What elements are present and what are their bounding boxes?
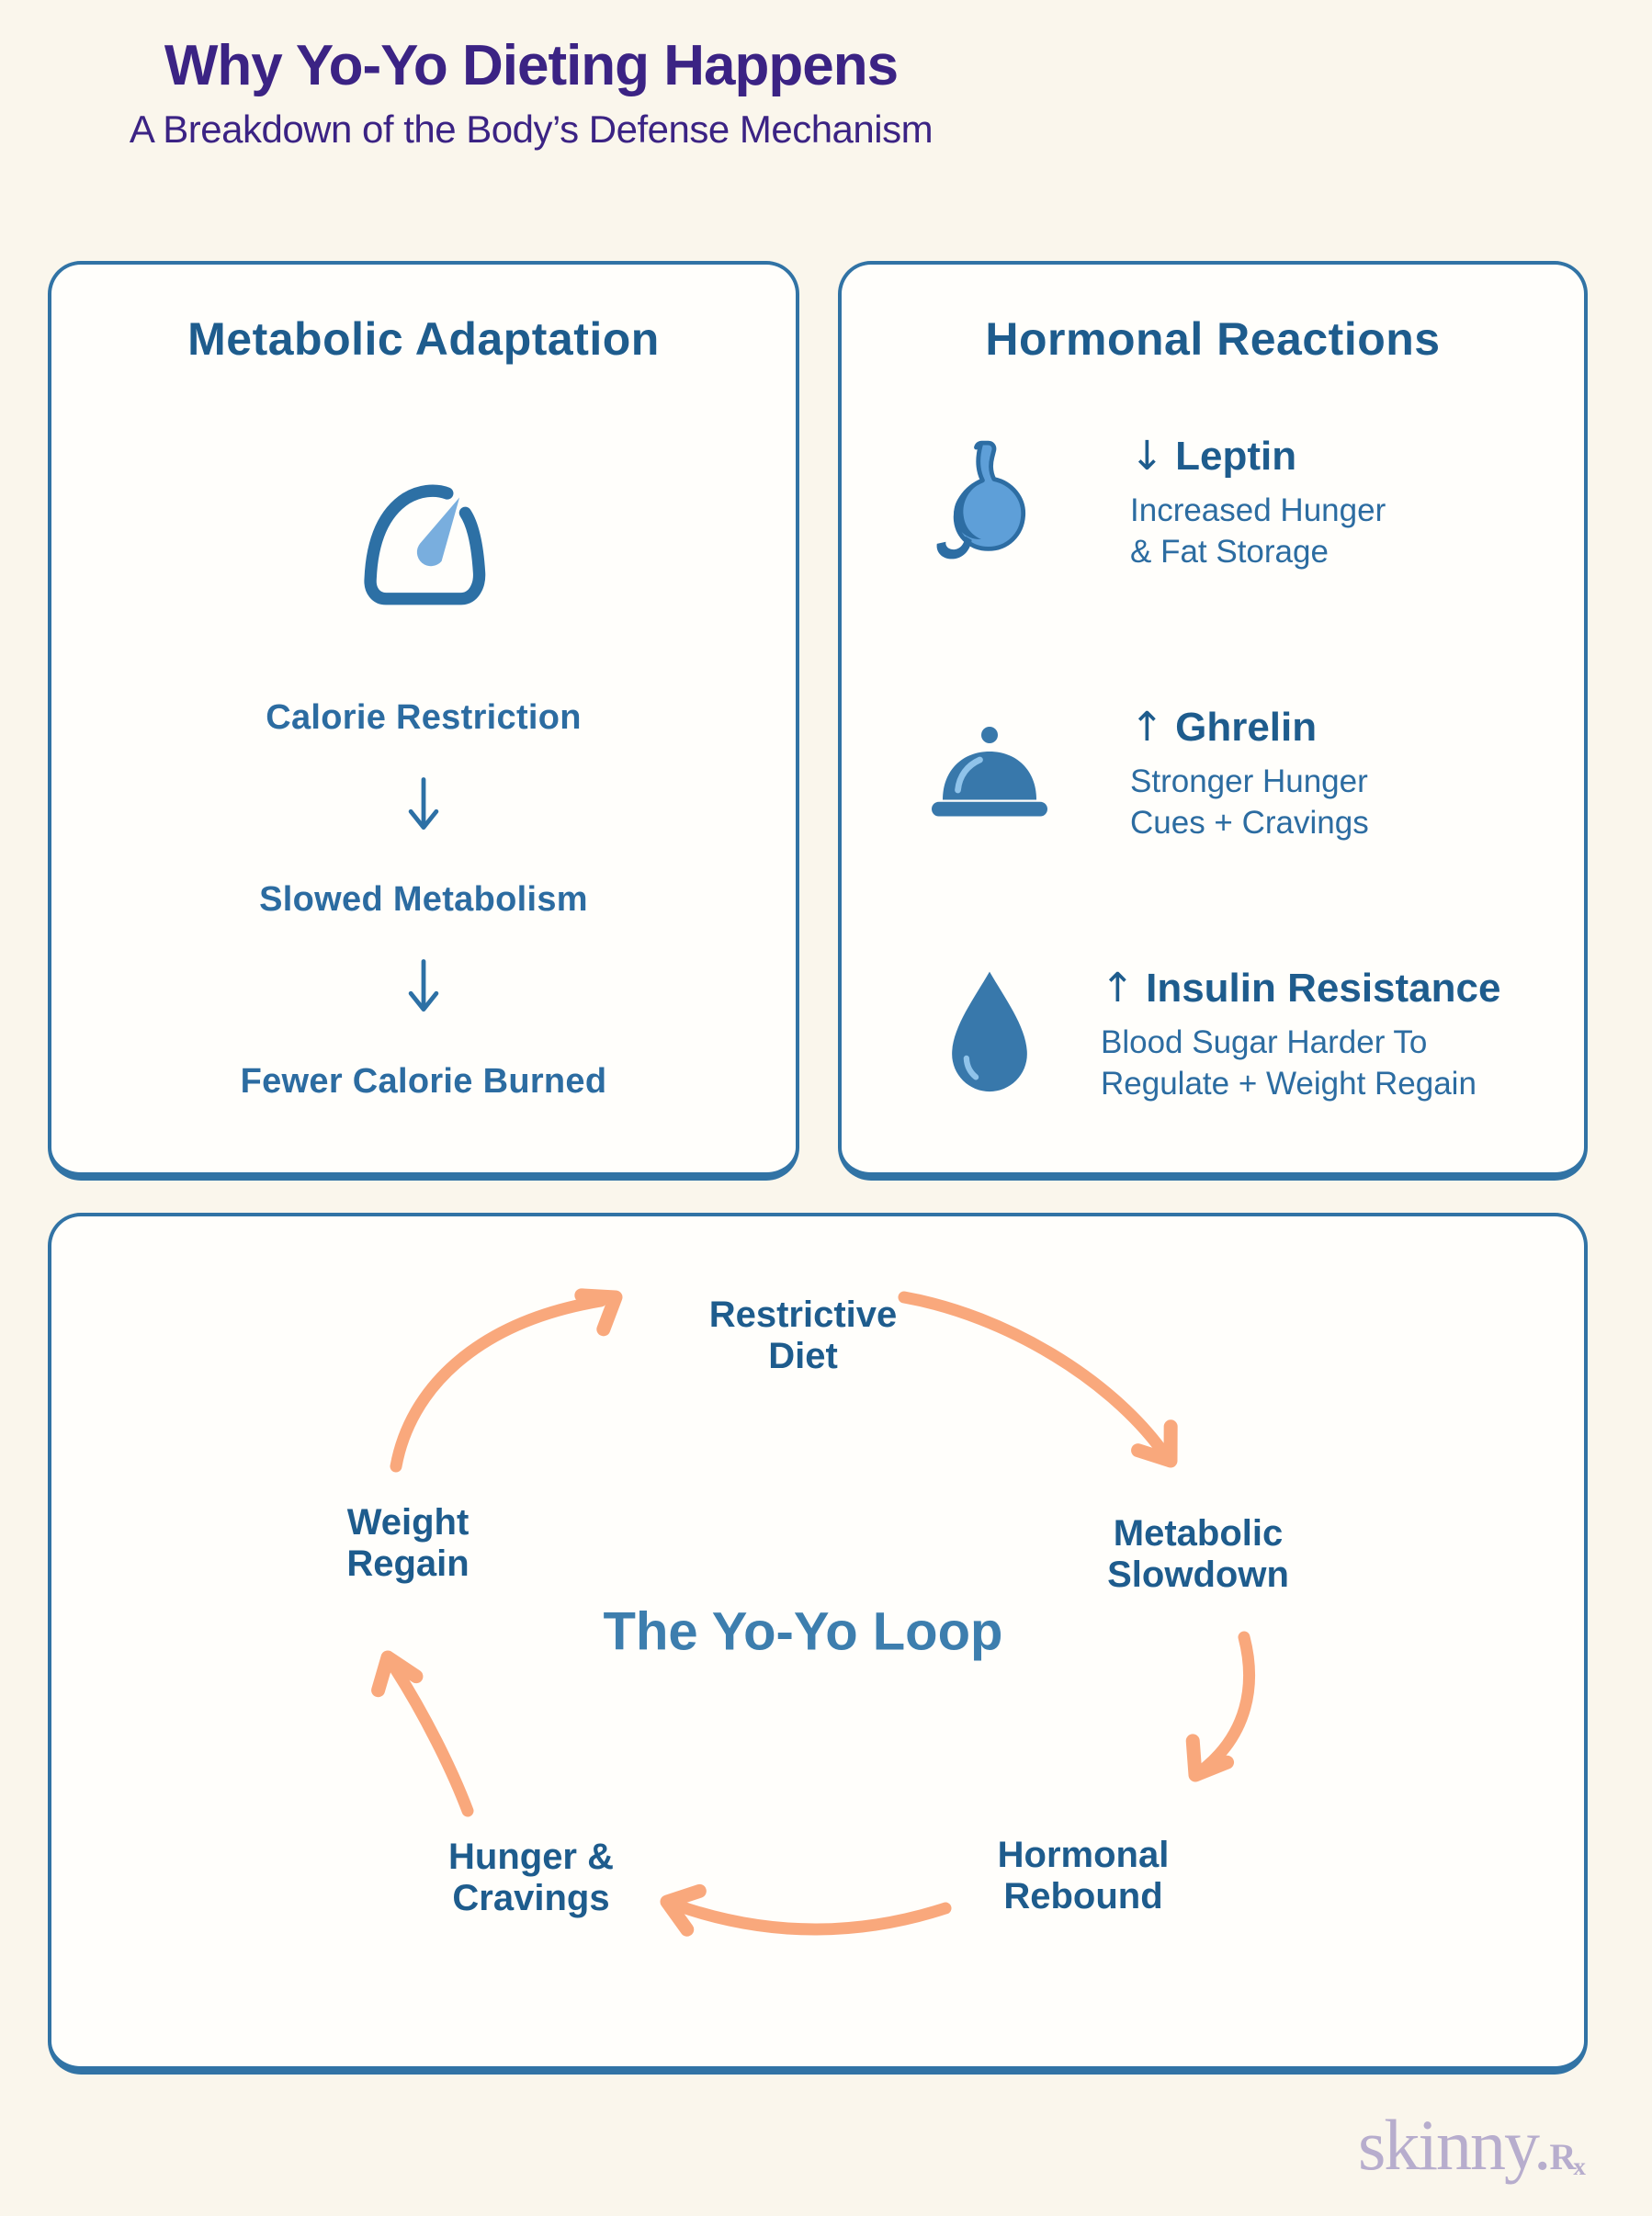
insulin-text-block: ↑ Insulin Resistance Blood Sugar Harder … xyxy=(1101,965,1500,1105)
loop-arrows xyxy=(371,1288,1255,1937)
loop-node-metabolic-slowdown: Metabolic Slowdown xyxy=(1107,1512,1289,1595)
hormone-row-insulin: ↑ Insulin Resistance Blood Sugar Harder … xyxy=(902,965,1500,1105)
logo-rx-x: x xyxy=(1573,2153,1586,2180)
stomach-icon xyxy=(902,430,1077,575)
leptin-heading: ↓ Leptin xyxy=(1130,433,1386,480)
ghrelin-description: Stronger Hunger Cues + Cravings xyxy=(1130,763,1369,841)
page-title: Why Yo-Yo Dieting Happens xyxy=(164,34,899,97)
metabolic-flow: Calorie Restriction Slowed Metabolism Fe… xyxy=(51,698,796,1102)
loop-node-hormonal-rebound: Hormonal Rebound xyxy=(997,1834,1170,1916)
hormone-row-ghrelin: ↑ Ghrelin Stronger Hunger Cues + Craving… xyxy=(902,704,1369,844)
ghrelin-text-block: ↑ Ghrelin Stronger Hunger Cues + Craving… xyxy=(1130,704,1369,844)
metabolic-card-title: Metabolic Adaptation xyxy=(187,313,660,365)
arrow-metabolic-to-hormonal xyxy=(1199,1631,1255,1774)
page-header: Why Yo-Yo Dieting Happens A Breakdown of… xyxy=(0,33,1062,152)
hormone-name: Leptin xyxy=(1175,433,1297,479)
hormonal-reactions-card: Hormonal Reactions ↓ Leptin Increased Hu… xyxy=(838,261,1588,1181)
flow-step-calorie-restriction: Calorie Restriction xyxy=(266,698,582,737)
loop-node-hunger-cravings: Hunger & Cravings xyxy=(448,1836,614,1918)
gauge-icon xyxy=(342,448,505,616)
skinny-rx-logo: skinny.Rx xyxy=(1358,2104,1589,2187)
insulin-description: Blood Sugar Harder To Regulate + Weight … xyxy=(1101,1024,1477,1102)
loop-title: The Yo-Yo Loop xyxy=(603,1601,1003,1662)
droplet-icon xyxy=(902,966,1077,1103)
page-subtitle: A Breakdown of the Body’s Defense Mechan… xyxy=(129,107,933,151)
loop-node-weight-regain: Weight Regain xyxy=(346,1501,470,1584)
arrow-hunger-to-weight xyxy=(389,1662,474,1817)
down-arrow-icon xyxy=(402,958,446,1023)
logo-rx-r: R xyxy=(1549,2136,1577,2177)
insulin-heading: ↑ Insulin Resistance xyxy=(1101,965,1500,1012)
logo-brand-text: skinny. xyxy=(1358,2105,1551,2185)
arrow-restrictive-to-metabolic xyxy=(898,1291,1168,1456)
flow-step-slowed-metabolism: Slowed Metabolism xyxy=(259,880,588,919)
cloche-icon xyxy=(902,718,1077,829)
arrow-weight-to-restrictive xyxy=(390,1295,607,1473)
metabolic-adaptation-card: Metabolic Adaptation Calorie Restriction… xyxy=(48,261,799,1181)
down-arrow-glyph: ↓ xyxy=(1130,432,1164,480)
hormone-name: Ghrelin xyxy=(1175,705,1318,750)
down-arrow-icon xyxy=(402,776,446,842)
yo-yo-loop-card: Restrictive Diet Metabolic Slowdown Horm… xyxy=(48,1213,1588,2075)
loop-node-restrictive-diet: Restrictive Diet xyxy=(708,1294,898,1376)
hormone-name: Insulin Resistance xyxy=(1146,966,1501,1011)
up-arrow-glyph: ↑ xyxy=(1130,704,1164,751)
hormonal-card-title: Hormonal Reactions xyxy=(985,313,1441,365)
leptin-description: Increased Hunger & Fat Storage xyxy=(1130,492,1386,570)
arrow-hormonal-to-hunger xyxy=(673,1900,952,1936)
up-arrow-glyph: ↑ xyxy=(1101,965,1135,1012)
leptin-text-block: ↓ Leptin Increased Hunger & Fat Storage xyxy=(1130,433,1386,573)
flow-step-fewer-calorie-burned: Fewer Calorie Burned xyxy=(240,1062,607,1101)
ghrelin-heading: ↑ Ghrelin xyxy=(1130,704,1369,751)
hormone-row-leptin: ↓ Leptin Increased Hunger & Fat Storage xyxy=(902,430,1386,575)
